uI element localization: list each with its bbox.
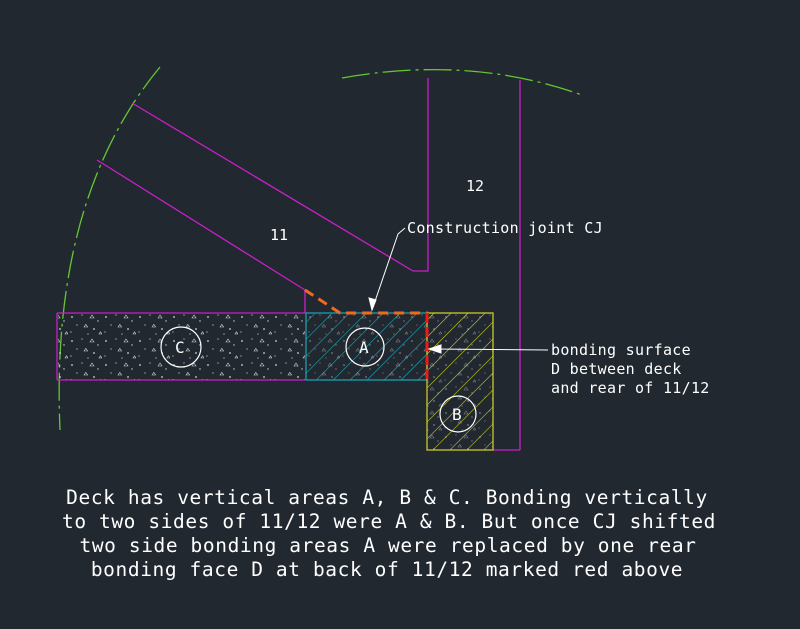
area-c-label: C — [175, 338, 185, 357]
construction-joint-line — [304, 288, 428, 315]
construction-joint-label: Construction joint CJ — [407, 219, 603, 237]
bonding-note-line3: and rear of 11/12 — [551, 379, 710, 397]
caption-line-3: two side bonding areas A were replaced b… — [80, 534, 697, 557]
leader-lines — [368, 227, 549, 354]
pier-11-lower-edge — [96, 159, 306, 291]
caption-line-4: bonding face D at back of 11/12 marked r… — [91, 558, 683, 581]
area-b-label: B — [452, 405, 462, 424]
area-a-label: A — [359, 338, 369, 357]
area-c-circle — [160, 326, 202, 368]
bonding-note-line1: bonding surface — [551, 341, 691, 359]
cj-leader — [371, 227, 406, 311]
area-b-circle — [439, 395, 477, 433]
area-a-region — [305, 312, 428, 381]
bonding-leader — [431, 348, 549, 351]
bonding-leader-arrow — [427, 344, 442, 354]
pier-11-upper-edge — [131, 102, 414, 272]
bonding-note-line2: D between deck — [551, 360, 682, 378]
pier-12-inner-wall — [413, 78, 429, 272]
area-c-region — [58, 314, 305, 380]
caption: Deck has vertical areas A, B & C. Bondin… — [62, 486, 716, 581]
area-a-circle — [345, 327, 385, 367]
caption-line-2: to two sides of 11/12 were A & B. But on… — [62, 510, 716, 533]
pier-11-label: 11 — [270, 226, 288, 244]
area-b-region — [426, 312, 494, 451]
pier-12-label: 12 — [466, 177, 484, 195]
reference-arc-top — [341, 68, 583, 96]
caption-line-1: Deck has vertical areas A, B & C. Bondin… — [66, 486, 708, 509]
cj-leader-arrow — [368, 297, 377, 312]
